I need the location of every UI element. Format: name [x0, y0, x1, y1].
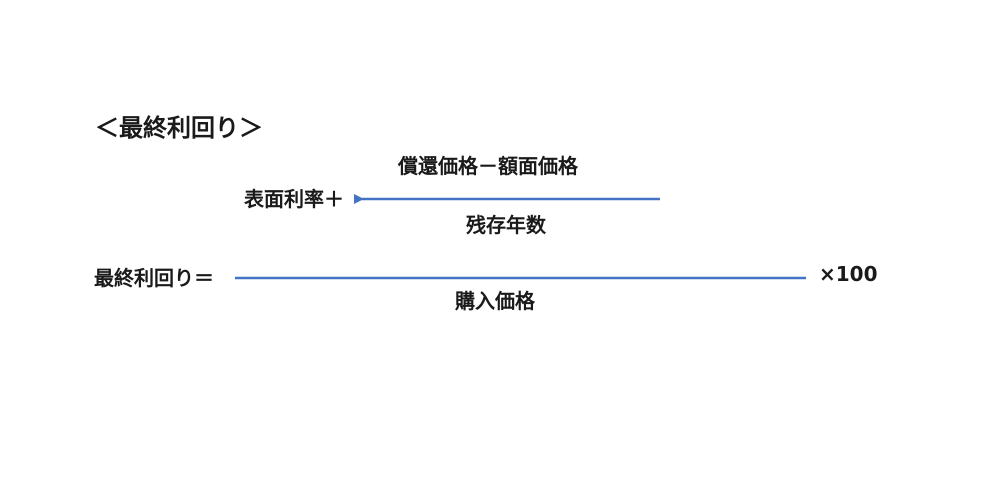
outer-fraction-denominator: 購入価格 — [455, 289, 535, 313]
inner-fraction-numerator: 償還価格－額面価格 — [398, 154, 578, 178]
result-label: 最終利回り＝ — [94, 266, 214, 290]
heading: ＜最終利回り＞ — [95, 114, 263, 142]
surface-rate-term: 表面利率＋ — [244, 187, 344, 211]
multiplier: ×100 — [819, 262, 878, 286]
inner-fraction-denominator: 残存年数 — [466, 213, 546, 237]
